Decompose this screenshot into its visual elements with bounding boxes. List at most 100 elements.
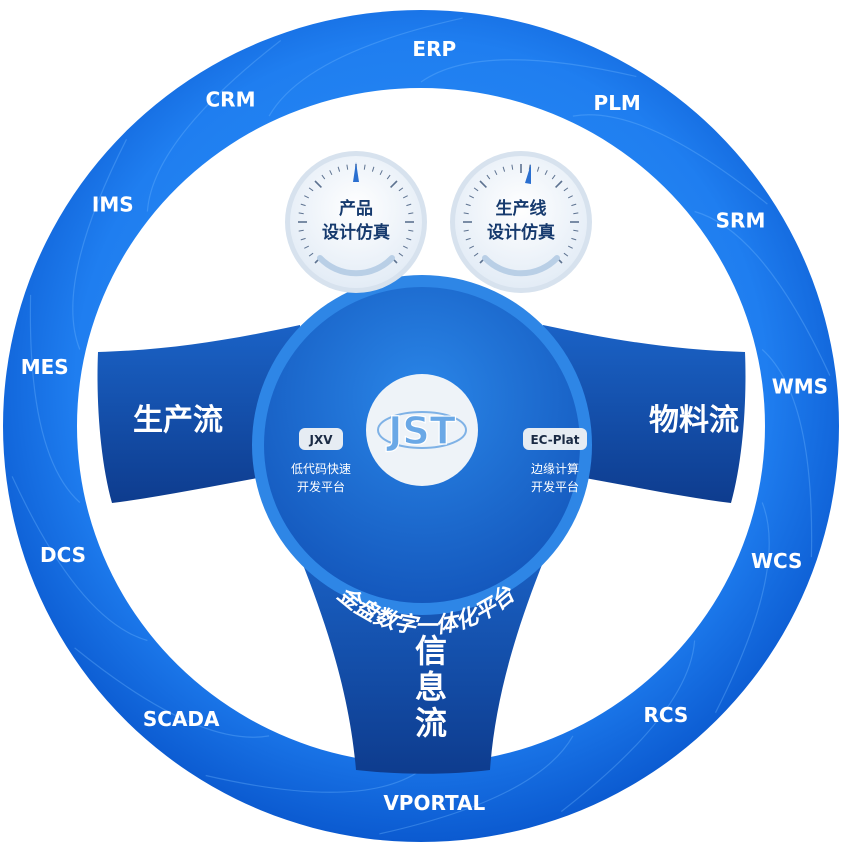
gauge-tick — [321, 174, 326, 180]
gauge-tick — [473, 187, 479, 192]
ring-swirl-line — [11, 476, 148, 642]
gauge-tick — [406, 203, 412, 207]
gauge-tick — [465, 237, 471, 241]
ring-label-crm: CRM — [206, 88, 256, 112]
gauge-tick — [567, 195, 573, 199]
gauge-tick — [473, 252, 479, 257]
gauge-tick — [329, 170, 333, 176]
gauge-tick — [300, 237, 306, 241]
gauge-tick — [398, 252, 404, 257]
gauge-line-design: 生产线 设计仿真 — [450, 151, 592, 293]
gauge-tick — [346, 164, 349, 170]
gauge-1-line2: 设计仿真 — [322, 222, 390, 243]
spoke-bottom-char-1: 信 — [415, 632, 447, 670]
jxv-badge — [299, 428, 343, 450]
ring-label-ims: IMS — [92, 192, 134, 216]
gauge-tick — [304, 245, 310, 249]
gauge-tick — [337, 166, 341, 172]
ring-label-plm: PLM — [594, 91, 641, 115]
gauge-tick — [386, 174, 391, 180]
gauge-tick — [567, 245, 573, 249]
ring-label-mes: MES — [21, 355, 69, 379]
gauge-tick — [300, 203, 306, 207]
spoke-bottom-char-2: 息 — [415, 668, 447, 706]
gauge-2-line1: 生产线 — [496, 198, 547, 219]
gauge-tick — [363, 164, 366, 170]
gauge-tick — [390, 180, 398, 188]
gauge-tick — [304, 195, 310, 199]
ring-swirl-lines — [11, 17, 831, 835]
gauge-tick — [469, 245, 475, 249]
gauge-tick — [555, 180, 563, 188]
ring-swirl-line — [420, 59, 637, 83]
gauge-2-line2: 设计仿真 — [487, 222, 555, 243]
logo-disc — [366, 374, 478, 486]
spoke-bottom-char-3: 流 — [415, 704, 447, 742]
spoke-left-label: 生产流 — [133, 403, 223, 438]
ring-labels: ERP PLM SRM WMS WCS RCS VPORTAL SCADA DCS MES IMS C… — [21, 37, 828, 815]
gauge-tick — [463, 212, 469, 215]
spoke-right-label: 物料流 — [649, 403, 739, 438]
ring-swirl-line — [205, 769, 422, 793]
ring-label-wcs: WCS — [751, 549, 803, 573]
ring-swirl-line — [146, 40, 282, 212]
ecplat-badge-label: EC-Plat — [530, 433, 579, 447]
gauge-tick — [379, 170, 383, 176]
ring-label-dcs: DCS — [40, 543, 86, 567]
jxv-badge-label: JXV — [308, 433, 333, 447]
gauge-1-line1: 产品 — [339, 198, 373, 219]
ring-swirl-line — [72, 139, 128, 350]
gauge-tick — [571, 203, 577, 207]
gauge-tick — [573, 212, 579, 215]
ring-label-erp: ERP — [412, 37, 456, 61]
gauge-tick — [486, 174, 491, 180]
gauge-tick — [408, 229, 414, 232]
gauge-needle-icon — [525, 164, 531, 184]
gauge-tick — [398, 187, 404, 192]
ring-swirl-line — [379, 735, 574, 835]
gauge-tick — [308, 187, 314, 192]
gauge-tick — [298, 229, 304, 232]
ecplat-badge — [523, 428, 587, 450]
gauge-tick — [308, 252, 314, 257]
jxv-desc-line1: 低代码快速 — [291, 462, 351, 476]
ring-label-wms: WMS — [772, 375, 828, 399]
gauge-needle-icon — [353, 162, 359, 182]
gauge-tick — [563, 252, 569, 257]
gauge-product-design: 产品 设计仿真 — [285, 151, 427, 293]
gauge-tick — [551, 174, 556, 180]
gauge-tick — [371, 166, 375, 172]
gauge-tick — [573, 229, 579, 232]
ring-swirl-line — [268, 17, 463, 117]
ring-swirl-line — [29, 294, 81, 503]
gauge-tick — [536, 166, 540, 172]
jxv-desc-line2: 开发平台 — [297, 479, 345, 494]
ring-label-rcs: RCS — [643, 703, 688, 727]
jst-logo-text: JST — [385, 409, 456, 453]
ring-swirl-line — [761, 349, 813, 558]
ring-swirl-line — [714, 502, 770, 713]
gauge-tick — [511, 164, 514, 170]
gauge-tick — [563, 187, 569, 192]
ring-swirl-line — [572, 114, 768, 205]
gauge-tick — [469, 195, 475, 199]
gauge-tick — [406, 237, 412, 241]
gauge-tick — [402, 245, 408, 249]
gauge-tick — [502, 166, 506, 172]
gauge-tick — [463, 229, 469, 232]
gauge-tick — [465, 203, 471, 207]
gauge-tick — [479, 180, 487, 188]
ring-label-srm: SRM — [716, 209, 766, 233]
ecplat-desc-line1: 边缘计算 — [531, 461, 579, 476]
gauge-tick — [528, 164, 531, 170]
gauge-tick — [408, 212, 414, 215]
gauge-tick — [402, 195, 408, 199]
ring-label-scada: SCADA — [143, 707, 220, 731]
ring-swirl-line — [74, 647, 270, 738]
gauge-tick — [298, 212, 304, 215]
ring-swirl-line — [694, 210, 831, 376]
ring-label-vportal: VPORTAL — [383, 791, 485, 815]
ring-swirl-line — [560, 640, 696, 812]
jst-logo: JST — [377, 408, 467, 454]
